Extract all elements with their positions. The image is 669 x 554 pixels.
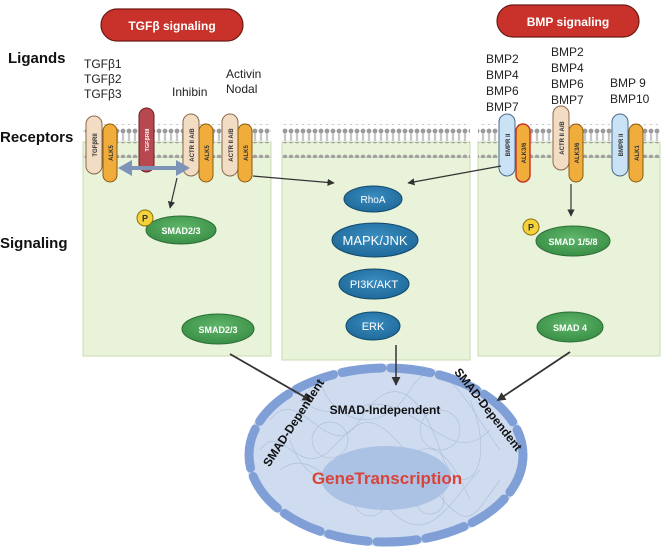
pathway-mapk: MAPK/JNK [331, 222, 419, 258]
receptor-actr-a: ACTR II A/B [182, 113, 200, 177]
ligand-nodal: Nodal [226, 82, 257, 96]
arrow-bmp-to-independent [407, 165, 502, 186]
row-label-signaling: Signaling [0, 235, 68, 252]
svg-text:ALK3/6: ALK3/6 [575, 142, 581, 163]
svg-text:ALK5: ALK5 [109, 145, 115, 161]
svg-text:ALK1: ALK1 [635, 145, 641, 161]
svg-text:BMP7: BMP7 [486, 100, 519, 114]
receptor-alk5-b: ALK5 [237, 123, 253, 183]
svg-text:BMP6: BMP6 [486, 84, 519, 98]
smad23: SMAD2/3 [181, 313, 255, 345]
ligand-tgfb2: TGFβ2 [84, 72, 122, 86]
tgfb-header: TGFβ signaling [100, 8, 244, 42]
arrow-tgfb-to-independent [252, 175, 335, 187]
phospho-icon: P [136, 209, 154, 227]
svg-text:BMP7: BMP7 [551, 93, 584, 107]
receptor-actr-c: ACTR II A/B [552, 105, 570, 171]
svg-text:P: P [142, 214, 148, 224]
ligands-activin: Activin Nodal [226, 67, 261, 96]
svg-text:ALK5: ALK5 [205, 145, 211, 161]
svg-text:TGFβRII: TGFβRII [93, 133, 99, 157]
svg-text:BMPR II: BMPR II [506, 133, 512, 156]
ligands-bmp-a: BMP2 BMP4 BMP6 BMP7 [486, 52, 519, 114]
label-smad-independent: SMAD-Independent [330, 403, 441, 417]
svg-text:SMAD 1/5/8: SMAD 1/5/8 [548, 237, 597, 247]
svg-text:SMAD 4: SMAD 4 [553, 323, 587, 333]
ligand-tgfb3: TGFβ3 [84, 87, 122, 101]
ligand-tgfb1: TGFβ1 [84, 57, 122, 71]
receptor-alk1: ALK1 [628, 123, 644, 183]
pathway-rhoa: RhoA [343, 185, 403, 213]
double-arrow-icon [118, 160, 190, 176]
ligand-activin: Activin [226, 67, 261, 81]
svg-text:BMP4: BMP4 [551, 61, 584, 75]
smad4: SMAD 4 [536, 311, 604, 343]
receptor-alk5-a: ALK5 [102, 123, 118, 183]
nuclear-envelope [244, 363, 528, 547]
svg-text:TGFβRIII: TGFβRIII [145, 128, 151, 151]
svg-text:P: P [528, 223, 534, 233]
arrow-to-smad23 [167, 177, 178, 209]
receptor-tgfbriii: TGFβRIII [138, 107, 155, 173]
ligand-inhibin: Inhibin [172, 85, 207, 99]
svg-text:ERK: ERK [362, 321, 385, 333]
receptor-alk4: ALK5 [198, 123, 214, 183]
pathway-erk: ERK [345, 311, 401, 341]
nucleolus [321, 446, 451, 510]
receptor-tgfbrii: TGFβRII [85, 115, 103, 175]
row-label-ligands: Ligands [8, 50, 66, 67]
svg-text:MAPK/JNK: MAPK/JNK [342, 233, 407, 248]
label-gene-transcription: GeneTranscription [312, 469, 462, 488]
svg-text:BMP6: BMP6 [551, 77, 584, 91]
svg-text:BMP 9: BMP 9 [610, 76, 646, 90]
svg-text:ACTR II A/B: ACTR II A/B [190, 128, 196, 162]
svg-text:ALK3/6: ALK3/6 [522, 142, 528, 163]
ligands-tgfb: TGFβ1 TGFβ2 TGFβ3 [84, 57, 122, 101]
svg-text:BMP4: BMP4 [486, 68, 519, 82]
row-label-receptors: Receptors [0, 129, 73, 146]
ligands-bmp-c: BMP 9 BMP10 [610, 76, 650, 106]
svg-text:BMP2: BMP2 [551, 45, 584, 59]
receptor-bmpr-b: BMPR II [611, 113, 629, 177]
receptor-alk36-b: ALK3/6 [568, 123, 584, 183]
svg-text:ACTR II A/B: ACTR II A/B [229, 128, 235, 162]
tgfb-header-label: TGFβ signaling [128, 19, 215, 33]
ligands-bmp-b: BMP2 BMP4 BMP6 BMP7 [551, 45, 584, 107]
bmp-header-label: BMP signaling [527, 15, 609, 29]
svg-text:PI3K/AKT: PI3K/AKT [350, 279, 399, 291]
pathway-pi3k: PI3K/AKT [338, 268, 410, 300]
svg-text:SMAD2/3: SMAD2/3 [198, 325, 237, 335]
svg-text:RhoA: RhoA [360, 195, 385, 206]
phospho-icon-bmp: P [522, 218, 540, 236]
svg-text:BMP2: BMP2 [486, 52, 519, 66]
svg-text:BMP10: BMP10 [610, 92, 650, 106]
svg-text:BMPR II: BMPR II [619, 133, 625, 156]
nucleus [244, 363, 528, 547]
receptor-bmpr-a: BMPR II [498, 113, 516, 177]
bmp-header: BMP signaling [496, 4, 640, 38]
receptor-actr-b: ACTR II A/B [221, 113, 239, 177]
arrow-smad23-to-nucleus [229, 353, 312, 401]
membrane-independent [282, 124, 470, 158]
smad23-phospho: SMAD2/3 [145, 215, 217, 245]
arrow-smad4-to-nucleus [496, 351, 571, 401]
svg-text:ACTR II A/B: ACTR II A/B [560, 121, 566, 155]
svg-text:SMAD2/3: SMAD2/3 [161, 226, 200, 236]
smad158: SMAD 1/5/8 [535, 225, 611, 257]
svg-text:ALK5: ALK5 [244, 145, 250, 161]
receptor-alk36-a: ALK3/6 [515, 123, 531, 183]
